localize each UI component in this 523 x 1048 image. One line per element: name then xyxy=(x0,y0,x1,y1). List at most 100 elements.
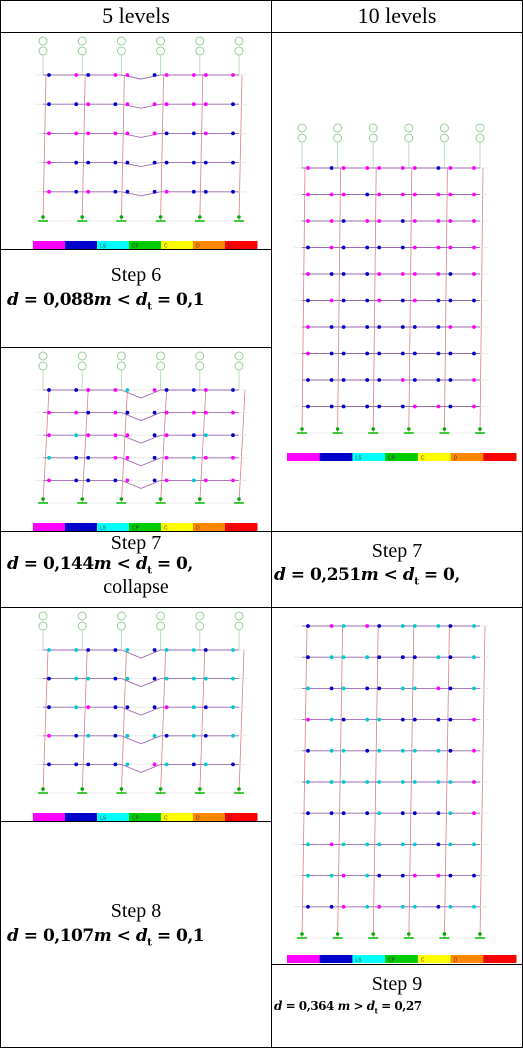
hinge-dot xyxy=(341,351,346,356)
hinge-dot xyxy=(472,811,476,816)
hinge-dot xyxy=(412,404,417,409)
legend-swatch xyxy=(161,241,194,249)
hinge-dot xyxy=(377,842,382,847)
hinge-dot xyxy=(231,131,235,136)
hinge-dot xyxy=(306,904,310,909)
support-symbol xyxy=(234,46,244,56)
hinge-dot xyxy=(412,904,417,909)
hinge-dot xyxy=(191,102,196,107)
hinge-dot xyxy=(74,733,79,738)
hinge-dot xyxy=(448,192,453,197)
support-symbol xyxy=(475,123,485,133)
hinge-dot xyxy=(412,748,417,753)
hinge-dot xyxy=(125,676,130,681)
hinge-dot xyxy=(203,131,208,136)
hinge-dot xyxy=(400,842,405,847)
hinge-dot xyxy=(436,717,441,722)
support-symbol xyxy=(116,351,126,361)
hinge-dot xyxy=(377,192,382,197)
hinge-dot xyxy=(113,478,118,483)
support-symbol xyxy=(195,611,205,621)
hinge-dot xyxy=(448,404,453,409)
column-line xyxy=(238,389,246,504)
support-symbol xyxy=(195,621,205,631)
hinge-dot xyxy=(306,624,310,628)
legend-swatch xyxy=(287,453,321,461)
hinge-dot xyxy=(365,748,370,753)
legend-label: D xyxy=(196,816,200,822)
hinge-dot xyxy=(472,748,476,753)
legend-swatch xyxy=(483,453,517,461)
hinge-dot xyxy=(472,351,476,356)
legend-swatch xyxy=(161,813,194,821)
legend-swatch xyxy=(417,453,452,461)
hinge-dot xyxy=(436,655,441,660)
hinge-dot xyxy=(400,378,405,382)
hinge-dot xyxy=(412,686,417,691)
hinge-dot xyxy=(365,904,370,909)
hinge-dot xyxy=(164,189,169,194)
column-line xyxy=(160,389,167,504)
support-symbol xyxy=(195,361,205,371)
hinge-dot xyxy=(113,410,118,415)
column-line xyxy=(42,389,50,504)
hinge-dot xyxy=(341,748,346,753)
hinge-dot xyxy=(191,433,196,438)
hinge-dot xyxy=(191,705,196,710)
legend-label: LS xyxy=(355,958,362,964)
hinge-dot xyxy=(86,478,91,483)
hinge-dot xyxy=(329,686,334,691)
column-line xyxy=(81,649,88,794)
hinge-dot xyxy=(164,388,169,392)
legend-swatch xyxy=(450,453,484,461)
support-symbol xyxy=(404,123,414,133)
hinge-dot xyxy=(412,873,417,878)
hinge-dot xyxy=(152,410,157,415)
collapse-label: collapse xyxy=(103,576,169,598)
hinge-dot xyxy=(329,272,334,276)
hinge-dot xyxy=(436,404,441,409)
hinge-dot xyxy=(412,166,417,170)
legend-swatch xyxy=(33,241,66,249)
hinge-dot xyxy=(164,131,169,136)
hinge-dot xyxy=(152,733,157,738)
hinge-dot xyxy=(203,455,208,460)
hinge-dot xyxy=(113,733,118,738)
legend-swatch xyxy=(385,955,419,963)
legend-swatch xyxy=(417,955,452,963)
hinge-dot xyxy=(341,404,346,409)
hinge-dot xyxy=(152,455,157,460)
hinge-dot xyxy=(365,219,370,223)
hinge-dot xyxy=(125,733,130,738)
hinge-dot xyxy=(306,686,310,691)
hinge-dot xyxy=(164,676,169,681)
hinge-dot xyxy=(231,705,235,710)
support-symbol xyxy=(156,611,166,621)
hinge-dot xyxy=(152,73,157,77)
hinge-dot xyxy=(436,842,441,847)
hinge-dot xyxy=(164,102,169,107)
hinge-dot xyxy=(191,189,196,194)
beam-line xyxy=(43,162,239,168)
hinge-dot xyxy=(191,131,196,136)
hinge-dot xyxy=(86,160,91,165)
hinge-dot xyxy=(377,811,382,816)
hinge-dot xyxy=(47,410,51,415)
hinge-dot xyxy=(47,189,51,194)
beam-line xyxy=(43,678,239,688)
hinge-dot xyxy=(412,351,417,356)
hinge-dot xyxy=(436,166,441,170)
hinge-dot xyxy=(412,624,417,628)
hinge-dot xyxy=(365,404,370,409)
legend-label: E xyxy=(228,244,232,250)
hinge-dot xyxy=(400,404,405,409)
support-symbol xyxy=(234,36,244,46)
hinge-dot xyxy=(164,648,169,652)
hinge-dot xyxy=(412,842,417,847)
legend-swatch xyxy=(97,241,130,249)
legend-label: C xyxy=(164,244,168,250)
hinge-dot xyxy=(191,478,196,483)
